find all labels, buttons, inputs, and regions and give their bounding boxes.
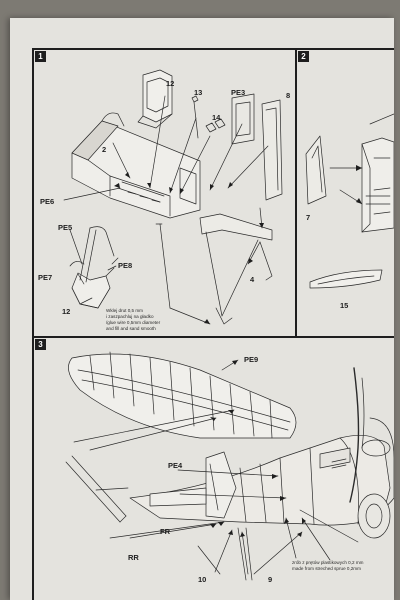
callout-part-pe9: PE9 <box>244 355 258 364</box>
callout-part-13: 13 <box>194 88 202 97</box>
step-1-wire-note: Wklej drut 0,5 mm i zaszpachluj na gładk… <box>106 308 161 331</box>
callout-part-rr: RR <box>128 553 139 562</box>
step-1-number: 1 <box>35 51 46 62</box>
sprue-note-line-2: made from streched sprue 0,2mm <box>292 566 361 571</box>
middle-frame-rule <box>32 336 394 338</box>
callout-part-10: 10 <box>198 575 206 584</box>
instruction-artwork: 2 12 13 PE3 8 14 PE6 PE5 PE8 PE7 12 4 Wk… <box>38 69 394 584</box>
callout-part-pe8: PE8 <box>118 261 132 270</box>
callout-part-pe6: PE6 <box>40 197 54 206</box>
callout-part-8: 8 <box>286 91 290 100</box>
callout-part-7: 7 <box>306 213 310 222</box>
step-1-cockpit-drawing <box>63 69 283 325</box>
instruction-sheet: 1 2 3 <box>10 18 394 600</box>
callout-part-fr: FR <box>160 527 171 536</box>
step-divider-rule <box>295 48 297 337</box>
callout-part-14: 14 <box>212 113 221 122</box>
callout-part-12-lower: 12 <box>62 307 70 316</box>
callout-part-pe4: PE4 <box>168 461 183 470</box>
callout-part-pe7: PE7 <box>38 273 52 282</box>
callout-part-2: 2 <box>102 145 106 154</box>
callout-part-pe3: PE3 <box>231 88 245 97</box>
left-frame-rule <box>32 48 34 600</box>
callout-part-9: 9 <box>268 575 272 584</box>
callout-part-4: 4 <box>250 275 255 284</box>
callout-part-15: 15 <box>340 301 348 310</box>
wire-note-line-1: Wklej drut 0,5 mm <box>106 308 143 313</box>
step-3-aircraft-drawing <box>65 351 394 581</box>
wire-note-line-2: i zaszpachluj na gładko <box>106 314 154 319</box>
step-3-sprue-note: zrób z prętów plastikowych 0,2 mm made f… <box>292 560 364 571</box>
wire-note-line-3: /glue wire 0,5mm diameter <box>106 320 161 325</box>
callout-part-pe5: PE5 <box>58 223 72 232</box>
sprue-note-line-1: zrób z prętów plastikowych 0,2 mm <box>292 560 364 565</box>
arrowheads <box>114 165 362 537</box>
top-frame-rule <box>32 48 394 50</box>
step-2-number: 2 <box>298 51 309 62</box>
step-2-drawing <box>305 113 394 289</box>
wire-note-line-4: and fill and sand smooth <box>106 326 156 331</box>
step-3-number: 3 <box>35 339 46 350</box>
callout-part-12-seat: 12 <box>166 79 174 88</box>
